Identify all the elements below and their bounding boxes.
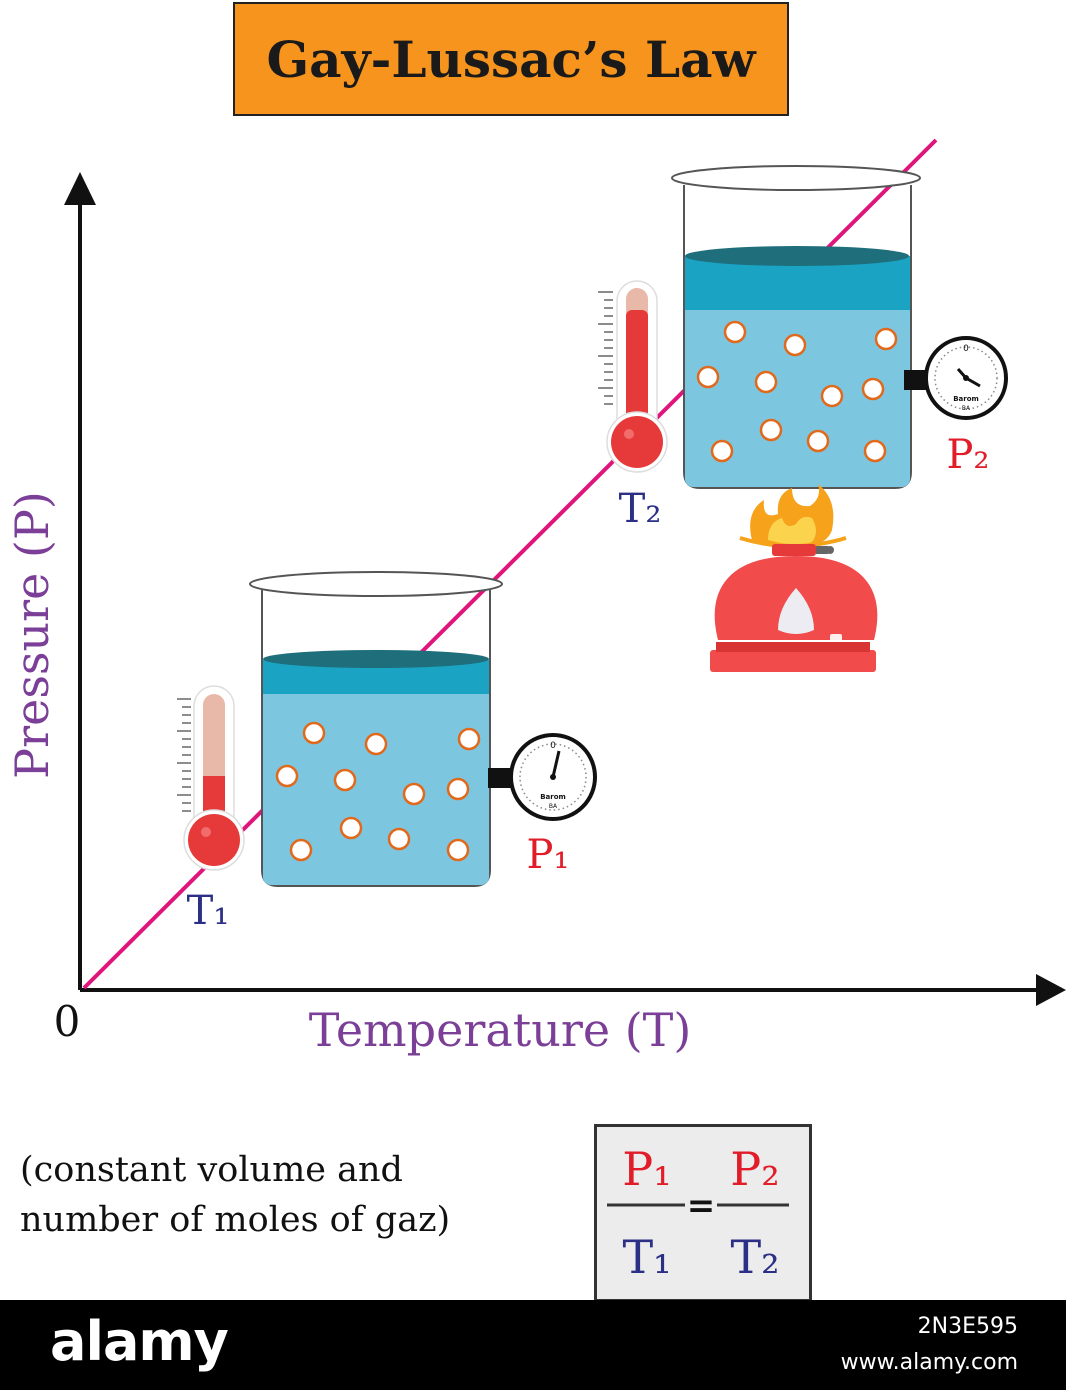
beaker-2 — [671, 165, 921, 489]
gauge-text-top: Barom — [540, 793, 566, 801]
pressure-gauge-2: 0 Barom BA — [904, 336, 1008, 420]
note-line-2: number of moles of gaz) — [20, 1200, 451, 1240]
thermometer-1 — [177, 685, 245, 871]
formula-denominator-left: T₁ — [622, 1230, 671, 1284]
formula-denominator-right: T₂ — [730, 1230, 779, 1284]
footer-url: www.alamy.com — [840, 1350, 1018, 1375]
water-body — [263, 660, 489, 885]
gas-burner — [710, 484, 878, 672]
x-axis-arrow — [1036, 974, 1066, 1006]
thermometer-2 — [598, 280, 668, 473]
y-axis-arrow — [64, 172, 96, 205]
pressure-gauge-1: 0 Barom BA — [488, 733, 597, 821]
gauge-text-bottom: BA — [962, 405, 971, 412]
label-p1: P₁ — [527, 832, 570, 878]
gauge-needle — [551, 750, 561, 778]
gay-lussac-diagram: Pressure (P) Temperature (T) 0 0 B — [5, 138, 1066, 1057]
y-axis-label: Pressure (P) — [5, 491, 59, 779]
gauge-text-bottom: BA — [549, 803, 558, 810]
formula: P₁ P₂ = T₁ T₂ — [607, 1142, 789, 1284]
label-t1: T₁ — [187, 888, 230, 934]
formula-box: P₁ P₂ = T₁ T₂ — [594, 1124, 812, 1302]
gauge-text-top: Barom — [953, 395, 979, 403]
conditions-note: (constant volume and number of moles of … — [20, 1145, 490, 1245]
x-axis-label: Temperature (T) — [309, 1003, 692, 1057]
label-p2: P₂ — [947, 432, 990, 478]
formula-equals: = — [687, 1186, 716, 1226]
label-t2: T₂ — [619, 486, 662, 532]
gauge-zero: 0 — [963, 344, 969, 354]
flame-icon — [750, 484, 834, 548]
watermark-footer: alamy 2N3E595 www.alamy.com — [0, 1300, 1066, 1390]
beaker-1 — [249, 571, 503, 887]
formula-numerator-left: P₁ — [622, 1142, 671, 1196]
gas-particles — [696, 320, 898, 463]
brand-logo: alamy — [50, 1310, 229, 1373]
note-line-1: (constant volume and — [20, 1150, 403, 1190]
gauge-zero: 0 — [550, 741, 556, 751]
gas-particles — [275, 721, 481, 862]
water-body — [685, 256, 910, 487]
origin-label: 0 — [54, 997, 81, 1046]
formula-numerator-right: P₂ — [730, 1142, 779, 1196]
page-title: Gay-Lussac’s Law — [266, 29, 756, 89]
title-banner: Gay-Lussac’s Law — [233, 2, 789, 116]
image-id: 2N3E595 — [917, 1314, 1018, 1339]
